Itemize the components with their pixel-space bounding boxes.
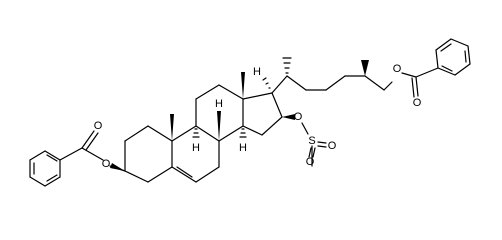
h-c17-hashed-bond xyxy=(262,77,271,89)
h-c9-hashed-bond xyxy=(192,128,200,138)
sulfonyl-o-bottom-label: O xyxy=(306,156,315,168)
ester-o-left-label: O xyxy=(102,158,111,170)
sulfur-atom-label: S xyxy=(308,135,315,147)
carbonyl-o-right-label: O xyxy=(413,97,422,109)
h-c14-hashed-bond xyxy=(239,128,247,138)
carbonyl-o-left-label: O xyxy=(94,120,103,132)
c3-ester-wedge xyxy=(110,163,125,171)
c25-methyl-wedge xyxy=(361,60,369,76)
h-c8-label: H xyxy=(215,98,223,110)
sulfonyl-o-right-label: O xyxy=(328,140,337,152)
c18-methyl-wedge xyxy=(241,72,245,99)
steroid-ring-d xyxy=(242,92,283,136)
steroid-ring-b xyxy=(171,125,220,183)
c21-methyl-hashed-bond xyxy=(282,57,292,74)
h-c17-label: H xyxy=(253,66,261,78)
chemical-structure-diagram: H H H H xyxy=(29,38,471,187)
mesylate-ester-o-label: O xyxy=(294,111,303,123)
right-benzoyl-phenyl-ring xyxy=(435,38,471,76)
h-c8-wedge xyxy=(217,111,221,141)
h-c9-label: H xyxy=(192,142,200,154)
steroid-ring-c xyxy=(195,84,244,142)
methanesulfonyl-group xyxy=(301,122,327,167)
right-benzoate-ester xyxy=(401,67,439,98)
ester-o-right-label: O xyxy=(393,63,402,75)
left-benzoyl-phenyl-ring xyxy=(29,150,61,187)
h-c14-label: H xyxy=(239,142,247,154)
cholestane-side-chain xyxy=(271,75,393,94)
steroid-ring-a xyxy=(124,125,173,183)
c16-mesylate-wedge xyxy=(282,114,295,120)
c19-methyl-wedge xyxy=(170,114,174,141)
